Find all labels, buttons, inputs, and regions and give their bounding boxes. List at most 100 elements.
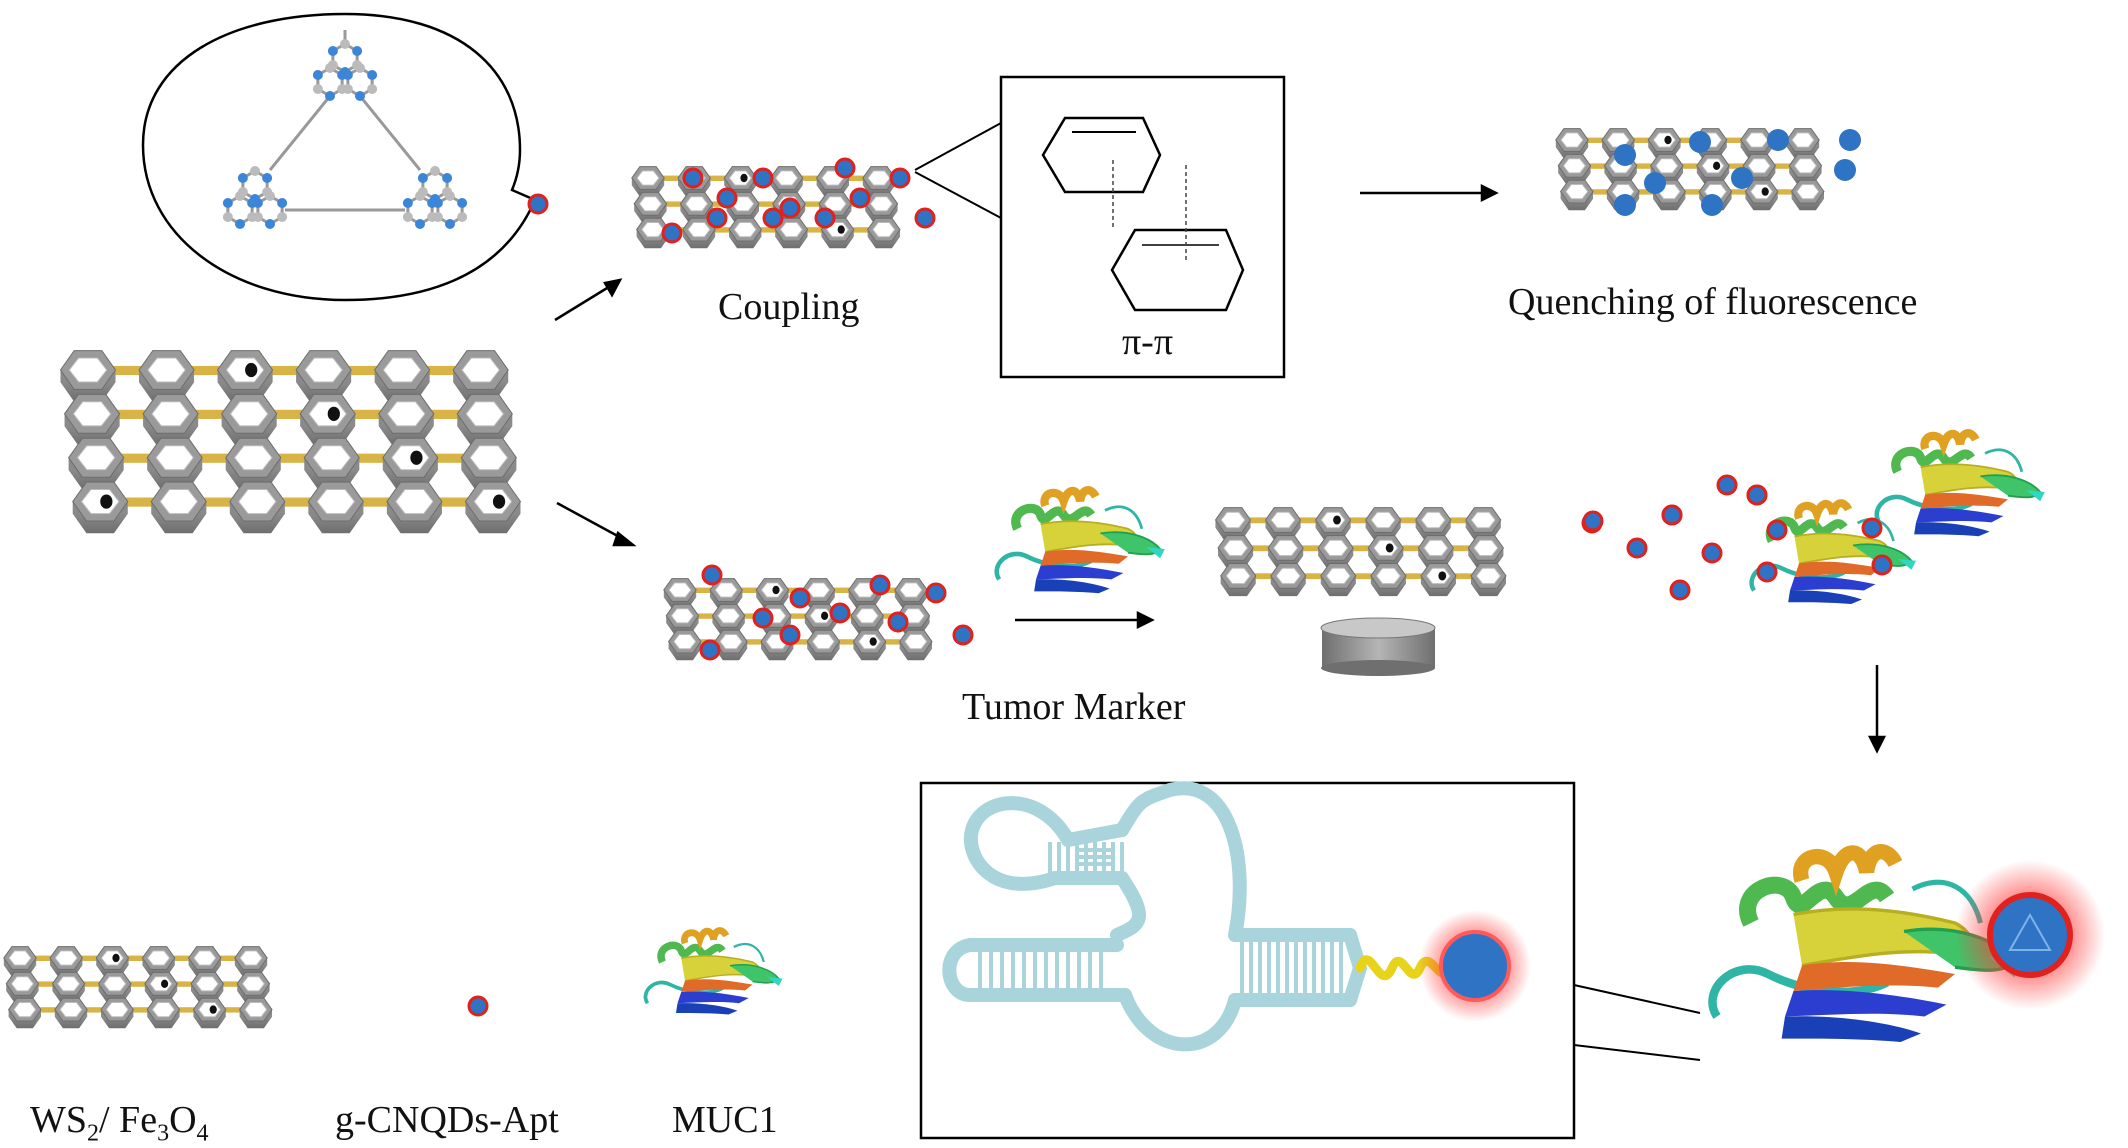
aptamer-box	[919, 781, 1701, 1140]
gold-link	[122, 497, 157, 507]
hex-cell	[464, 481, 522, 534]
quantum-dot-icon	[1871, 554, 1893, 576]
hex-cell	[633, 191, 668, 223]
hex-cell	[1603, 153, 1638, 185]
gold-link	[755, 201, 777, 207]
coupling-label: Coupling	[718, 286, 860, 328]
gold-link	[1679, 163, 1701, 169]
quantum-dot-icon	[834, 157, 856, 179]
gold-link	[353, 453, 389, 463]
hex-cell	[1696, 153, 1730, 185]
hex-cell	[146, 437, 203, 490]
quantum-dot-icon	[1839, 129, 1861, 151]
quantum-dot-icon	[925, 582, 947, 604]
hex-cell	[1320, 563, 1357, 597]
hex-cell	[1364, 507, 1402, 541]
quantum-dot-icon	[1756, 561, 1778, 583]
gold-link	[758, 227, 779, 233]
hex-cell	[49, 946, 84, 977]
bound-qd	[1955, 860, 2105, 1010]
hex-cell	[769, 166, 804, 197]
gold-link	[739, 587, 760, 593]
gold-link	[743, 639, 765, 645]
protein-ribbon-icon-tumor	[994, 486, 1165, 594]
hex-cell	[1739, 128, 1774, 159]
hex-cell	[1790, 179, 1825, 211]
hex-cell	[1314, 507, 1352, 541]
gold-link	[799, 175, 820, 181]
hex-cell	[898, 629, 933, 661]
gold-link	[222, 1007, 243, 1013]
hex-cell	[452, 350, 509, 402]
hex-cell	[386, 481, 443, 534]
gold-link	[1772, 163, 1793, 169]
gold-link	[1402, 573, 1425, 580]
quantum-dot-icon	[1689, 131, 1711, 153]
cnqd-label: g-CNQDs-Apt	[335, 1099, 559, 1141]
hex-cell	[63, 393, 121, 446]
gold-link	[850, 227, 871, 233]
gold-link	[1682, 189, 1703, 195]
hex-cell	[146, 997, 181, 1029]
hex-cell	[723, 166, 758, 197]
quantum-dot-icon	[1626, 537, 1648, 559]
quantum-dot-icon	[1669, 579, 1691, 601]
hex-cell	[72, 481, 129, 534]
gold-link	[663, 201, 684, 207]
hex-cell	[1367, 535, 1404, 569]
hex-cell	[1267, 535, 1304, 569]
protein-ribbon-icon-1	[1874, 429, 2045, 537]
gold-link	[271, 409, 306, 419]
gold-link	[707, 175, 728, 181]
hex-cell	[852, 629, 887, 661]
hex-cell	[295, 350, 352, 402]
gold-link	[428, 409, 463, 419]
hex-cell	[229, 481, 286, 534]
quantum-dot-icon	[849, 187, 871, 209]
quenching-label: Quenching of fluorescence	[1508, 281, 1918, 323]
gold-link	[118, 453, 153, 463]
quantum-dot-icon	[914, 207, 936, 229]
hex-cell	[1601, 128, 1636, 159]
hex-cell	[307, 481, 365, 534]
hex-cell	[5, 971, 40, 1003]
hex-cell	[806, 629, 841, 661]
hex-cell	[1217, 535, 1254, 569]
hex-cell	[714, 629, 748, 661]
hex-cell	[59, 350, 117, 402]
gold-link	[171, 955, 192, 961]
hex-cell	[1420, 563, 1457, 597]
hex-cell	[1214, 507, 1252, 541]
quantum-dot-icon	[1746, 484, 1768, 506]
hex-cell	[1465, 507, 1502, 541]
quantum-dot-icon	[752, 167, 774, 189]
gold-link	[1297, 517, 1320, 524]
quantum-dot-icon	[706, 207, 728, 229]
gold-link	[279, 497, 314, 507]
hex-cell	[631, 166, 665, 197]
pi-pi-label: π-π	[1122, 321, 1174, 363]
gold-link	[127, 981, 149, 987]
hex-cell	[1557, 153, 1592, 185]
quantum-dots-layer	[467, 129, 1893, 1017]
gold-link	[831, 587, 852, 593]
ws2-fe3o4-label: WS2/ Fe3O4	[30, 1099, 209, 1147]
quantum-dot-icon	[1614, 144, 1636, 166]
hex-cell	[225, 437, 282, 490]
hex-cell	[1647, 128, 1682, 159]
quantum-dot-icon	[716, 187, 738, 209]
hex-cell	[141, 946, 176, 977]
gold-link	[741, 613, 762, 619]
hex-cell	[54, 997, 88, 1029]
hex-cell	[138, 350, 195, 402]
hex-cell	[755, 578, 790, 609]
gold-link	[357, 497, 393, 507]
gold-link	[845, 175, 867, 181]
gold-link	[1349, 545, 1372, 552]
hex-cell	[1742, 153, 1777, 185]
gold-link	[1252, 573, 1275, 580]
hex-cell	[236, 971, 271, 1003]
gold-link	[35, 981, 56, 987]
hex-cell	[97, 971, 132, 1003]
